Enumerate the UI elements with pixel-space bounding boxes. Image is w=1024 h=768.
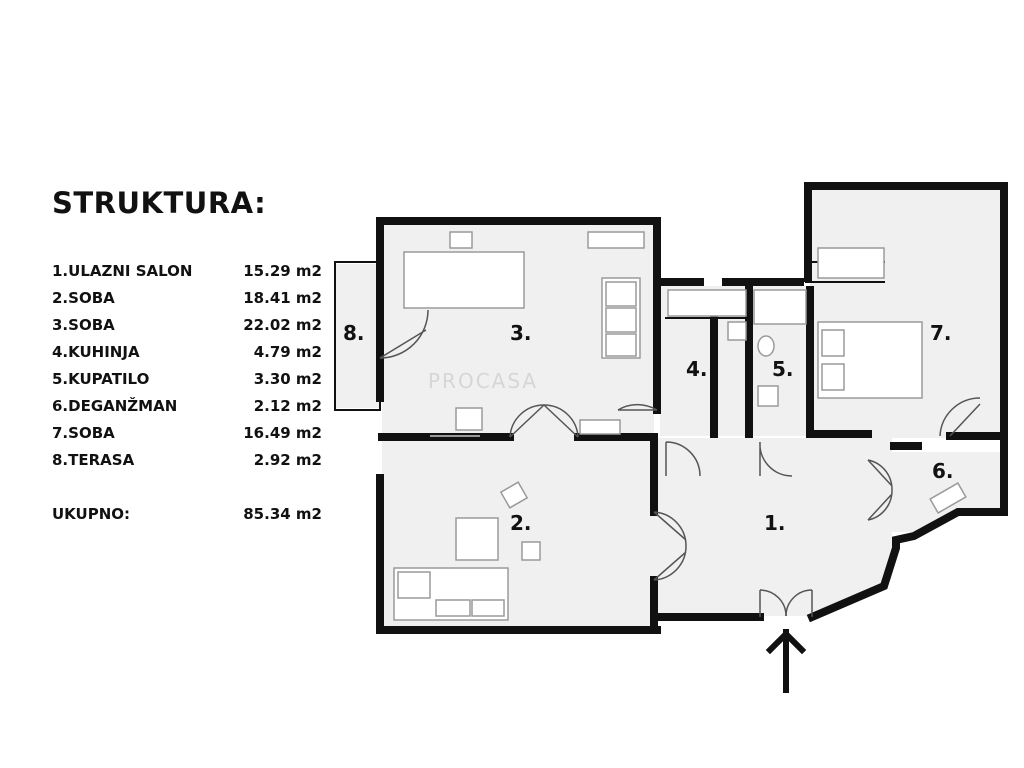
- legend-room-area: 16.49 m2: [243, 424, 322, 442]
- legend-row: 5.KUPATILO 3.30 m2: [52, 370, 322, 390]
- legend-row: 6.DEGANŽMAN 2.12 m2: [52, 397, 322, 417]
- legend-total-area: 85.34 m2: [243, 505, 322, 523]
- toilet: [757, 335, 775, 357]
- legend-room-name: 5.KUPATILO: [52, 370, 150, 388]
- wall-entrance-right: [806, 508, 1008, 623]
- wall-left-bottom: [376, 474, 661, 634]
- floor-room-1: [654, 438, 892, 616]
- legend-room-area: 22.02 m2: [243, 316, 322, 334]
- legend-room-area: 2.92 m2: [253, 451, 322, 469]
- room-label-7: 7.: [930, 321, 952, 345]
- legend-room-area: 2.12 m2: [253, 397, 322, 415]
- legend-room-name: 1.ULAZNI SALON: [52, 262, 193, 280]
- legend-row: 7.SOBA 16.49 m2: [52, 424, 322, 444]
- watermark-text: PROCASA: [428, 369, 538, 393]
- shelf: [587, 231, 645, 249]
- room-label-8: 8.: [343, 321, 365, 345]
- terrace-outline: [334, 261, 381, 411]
- door-room7: [939, 397, 981, 437]
- furniture: [393, 231, 967, 621]
- sofa-cushion: [397, 571, 431, 599]
- legend-room-name: 4.KUHINJA: [52, 343, 140, 361]
- sofa-cushion: [605, 307, 637, 333]
- door-room2-b: [653, 545, 687, 581]
- room-label-2: 2.: [510, 511, 532, 535]
- pillow: [821, 329, 845, 357]
- cabinet: [929, 482, 967, 514]
- room-label-1: 1.: [764, 511, 786, 535]
- door-room6-a: [867, 459, 893, 491]
- legend-row: 8.TERASA 2.92 m2: [52, 451, 322, 471]
- legend-total-row: UKUPNO: 85.34 m2: [52, 505, 322, 525]
- room-label-5: 5.: [772, 357, 794, 381]
- shower: [753, 289, 807, 325]
- legend-room-area: 4.79 m2: [253, 343, 322, 361]
- room-label-3: 3.: [510, 321, 532, 345]
- room-label-4: 4.: [686, 357, 708, 381]
- chair: [521, 541, 541, 561]
- door-terrace: [379, 309, 429, 359]
- legend-room-name: 6.DEGANŽMAN: [52, 397, 178, 415]
- room-label-6: 6.: [932, 459, 954, 483]
- legend-row: 1.ULAZNI SALON 15.29 m2: [52, 262, 322, 282]
- legend-room-name: 2.SOBA: [52, 289, 115, 307]
- small-desk: [579, 419, 621, 435]
- legend-total-label: UKUPNO:: [52, 505, 131, 523]
- chair: [455, 407, 483, 431]
- room-labels: 1. 2. 3. 4. 5. 6. 7. 8.: [343, 321, 954, 535]
- legend-room-name: 8.TERASA: [52, 451, 135, 469]
- chair: [449, 231, 473, 249]
- washbasin: [757, 385, 779, 407]
- arrow-up-icon: [765, 629, 807, 693]
- door-room3-a: [509, 404, 545, 438]
- door-room3-b: [543, 404, 579, 438]
- doors: [379, 309, 981, 617]
- door-room3-corridor: [617, 403, 658, 411]
- legend-room-name: 3.SOBA: [52, 316, 115, 334]
- door-entrance-b: [785, 589, 813, 617]
- wall-right: [804, 182, 1008, 516]
- sofa-cushion: [435, 599, 471, 617]
- legend-room-name: 7.SOBA: [52, 424, 115, 442]
- door-room2-a: [653, 511, 687, 547]
- floor-room-7: [810, 190, 1002, 438]
- door-kitchen: [665, 441, 701, 477]
- floor-room-8: [335, 264, 380, 408]
- legend-room-area: 15.29 m2: [243, 262, 322, 280]
- legend-room-area: 3.30 m2: [253, 370, 322, 388]
- sofa-cushion: [471, 599, 505, 617]
- legend-row: 3.SOBA 22.02 m2: [52, 316, 322, 336]
- wardrobe: [817, 247, 885, 279]
- legend-title: STRUKTURA:: [52, 186, 267, 220]
- legend-room-area: 18.41 m2: [243, 289, 322, 307]
- sink: [727, 321, 747, 341]
- sofa-cushion: [605, 333, 637, 357]
- table: [455, 517, 499, 561]
- kitchen-counter: [667, 289, 747, 317]
- door-bath: [759, 441, 793, 477]
- pillow: [821, 363, 845, 391]
- desk: [403, 251, 525, 309]
- chair: [499, 481, 529, 509]
- door-room6-b: [867, 489, 893, 521]
- sofa-cushion: [605, 281, 637, 307]
- legend-row: 2.SOBA 18.41 m2: [52, 289, 322, 309]
- legend-row: 4.KUHINJA 4.79 m2: [52, 343, 322, 363]
